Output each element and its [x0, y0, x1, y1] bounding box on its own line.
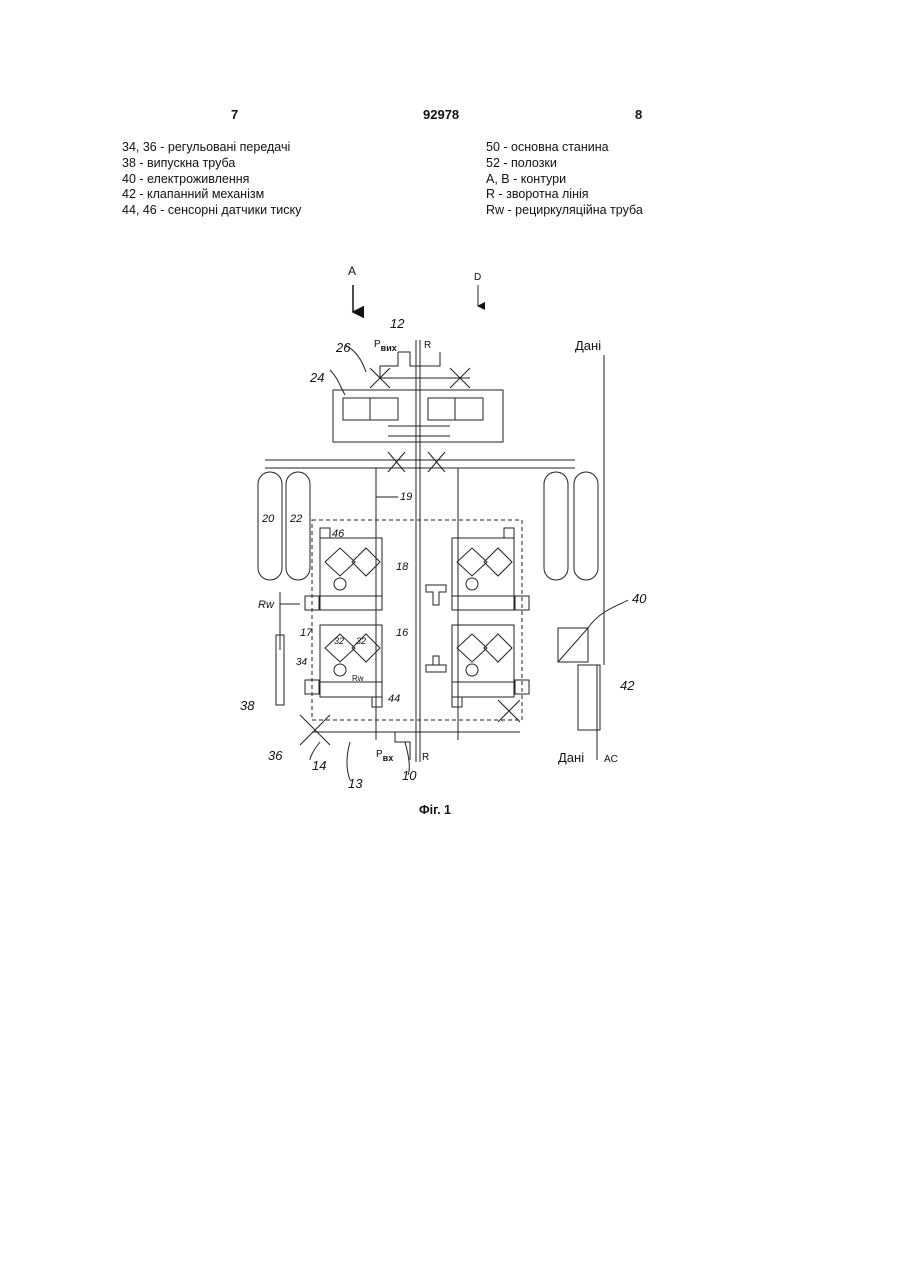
ref-20: 20: [261, 513, 275, 525]
module-lower-right: [452, 625, 514, 697]
label-rw-inner: Rw: [352, 674, 364, 683]
module-upper-right: [452, 538, 514, 610]
schematic-figure: A D Pвих R Дані Дані AC Pвх R Rw Rw 12 2…: [0, 0, 901, 860]
accumulator-right-1: [544, 472, 568, 580]
accumulator-20: [258, 472, 282, 580]
label-r-top: R: [424, 340, 431, 351]
label-p-out: Pвих: [374, 339, 397, 353]
label-rw-left: Rw: [258, 599, 275, 611]
label-data-bottom: Дані: [558, 750, 584, 765]
ref-17: 17: [300, 627, 313, 639]
ref-34: 34: [296, 657, 308, 668]
ref-19: 19: [400, 491, 412, 503]
ref-36: 36: [268, 748, 283, 763]
ref-44: 44: [388, 693, 400, 705]
ref-46: 46: [332, 528, 345, 540]
label-a: A: [348, 264, 356, 278]
accumulator-22: [286, 472, 310, 580]
ref-14: 14: [312, 758, 326, 773]
ref-13: 13: [348, 776, 363, 791]
ref-18: 18: [396, 561, 409, 573]
sensor-46: [320, 528, 330, 538]
module-18: [320, 538, 382, 610]
ref-10: 10: [402, 768, 417, 783]
ref-38: 38: [240, 698, 255, 713]
ref-40: 40: [632, 591, 647, 606]
figure-caption: Фіг. 1: [0, 803, 870, 817]
sensor-44: [372, 697, 382, 707]
ref-42: 42: [620, 678, 635, 693]
label-ac: AC: [604, 754, 618, 765]
ref-32: 32: [334, 636, 344, 646]
label-p-in: Pвх: [376, 749, 393, 763]
main-frame-50: [312, 520, 522, 720]
label-b: D: [474, 272, 481, 283]
ref-12: 12: [390, 316, 405, 331]
ref-33: 32: [356, 636, 366, 646]
ref-26: 26: [335, 340, 351, 355]
ref-16: 16: [396, 627, 409, 639]
ref-22: 22: [289, 513, 302, 525]
module-16: [320, 625, 382, 697]
label-data-top: Дані: [575, 338, 601, 353]
ref-24: 24: [309, 370, 324, 385]
label-r-bottom: R: [422, 752, 429, 763]
accumulator-right-2: [574, 472, 598, 580]
